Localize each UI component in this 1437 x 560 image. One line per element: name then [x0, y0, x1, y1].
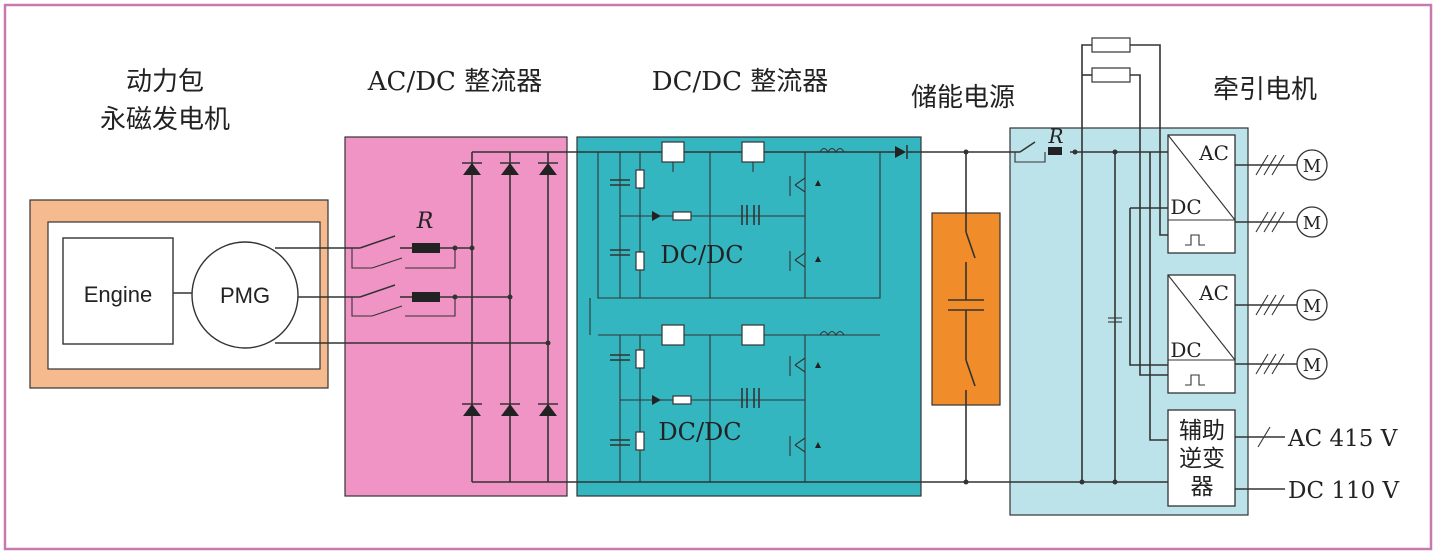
dc-output-label: DC 110 V	[1288, 478, 1400, 504]
traction-title: 牵引电机	[1213, 75, 1317, 105]
acdc-title: AC/DC 整流器	[367, 67, 542, 97]
motor-2	[1296, 206, 1328, 238]
precharge-circuit: R	[1014, 124, 1064, 163]
inverter1-ac-label: AC	[1198, 141, 1229, 165]
resistor-phase-b	[412, 292, 440, 302]
dcdc-title: DC/DC 整流器	[652, 67, 829, 97]
motor-4	[1296, 348, 1328, 380]
traction-inverter-2	[1167, 274, 1236, 394]
inverter2-ac-label: AC	[1198, 281, 1229, 305]
storage-block	[931, 212, 1001, 406]
dcdc-upper-label: DC/DC	[660, 241, 743, 269]
powerpack-title-line2: 永磁发电机	[100, 105, 230, 135]
resistor-r-label: R	[416, 209, 434, 234]
aux-inverter-box	[1167, 409, 1236, 507]
storage-circuit	[948, 152, 984, 482]
motor-connections	[1235, 154, 1297, 490]
aux-inverter-line2: 逆变	[1179, 446, 1225, 472]
traction-inverter-1	[1167, 134, 1236, 254]
dcdc-block	[576, 136, 922, 497]
motor-2-label: M	[1303, 213, 1321, 234]
inverter1-dc-label: DC	[1170, 195, 1201, 219]
precharge-r-label: R	[1047, 124, 1063, 148]
phase-lines: R	[275, 209, 551, 346]
inverter2-dc-label: DC	[1170, 338, 1201, 362]
dcdc-lower-label: DC/DC	[658, 418, 741, 446]
resistor-phase-a	[412, 243, 440, 253]
aux-inverter-line3: 器	[1191, 474, 1214, 500]
pmg-label: PMG	[220, 283, 270, 308]
ac-output-label: AC 415 V	[1287, 426, 1398, 452]
powerpack-title-line1: 动力包	[126, 67, 204, 97]
engine-label: Engine	[84, 282, 153, 307]
pmg-generator	[191, 241, 299, 349]
brake-resistors	[1081, 37, 1168, 482]
motor-3-label: M	[1303, 296, 1321, 317]
motor-4-label: M	[1303, 355, 1321, 376]
motor-3	[1296, 289, 1328, 321]
motor-1	[1296, 149, 1328, 181]
aux-inverter-line1: 辅助	[1179, 418, 1225, 444]
engine-block	[62, 237, 174, 345]
acdc-block	[344, 136, 568, 497]
motor-1-label: M	[1303, 156, 1321, 177]
storage-title: 储能电源	[911, 83, 1015, 113]
dcdc-circuit	[589, 141, 908, 482]
